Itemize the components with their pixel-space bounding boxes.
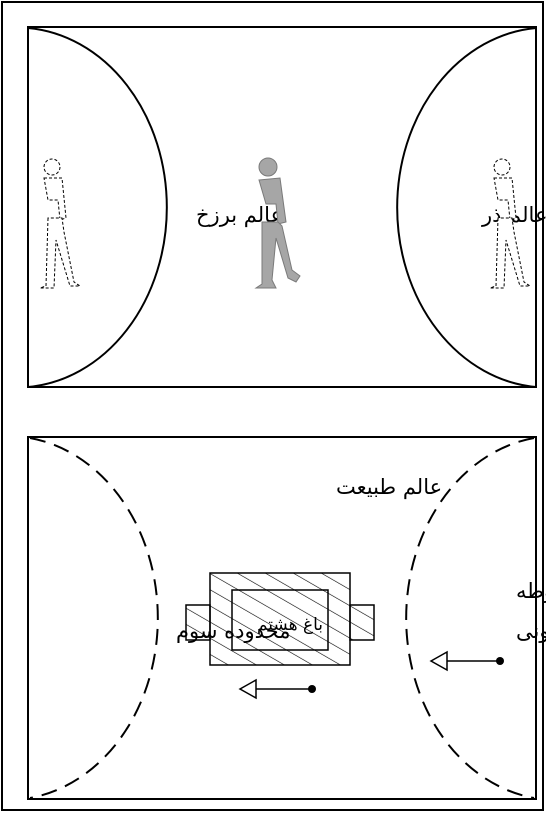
tabiat-label: عالم طبیعت xyxy=(336,475,442,500)
bottom-panel: عالم طبیعت باغ هشتم محدوده سوم محوطه پیر… xyxy=(28,437,546,799)
top-panel: عالم برزخ عالم ذر xyxy=(28,27,546,387)
arrow-left-right-icon xyxy=(431,652,504,670)
peyramooni-label: پیرامونی xyxy=(516,619,546,643)
left-arc xyxy=(28,28,167,387)
mahvateh-label: محوطه xyxy=(516,579,546,603)
left-dashed-arc xyxy=(30,438,158,798)
walking-person-outline-icon xyxy=(40,159,80,288)
walking-person-gray-icon xyxy=(256,158,300,288)
arrow-left-center-icon xyxy=(240,680,316,698)
mahdoode-sevom-label: محدوده سوم xyxy=(176,619,290,643)
